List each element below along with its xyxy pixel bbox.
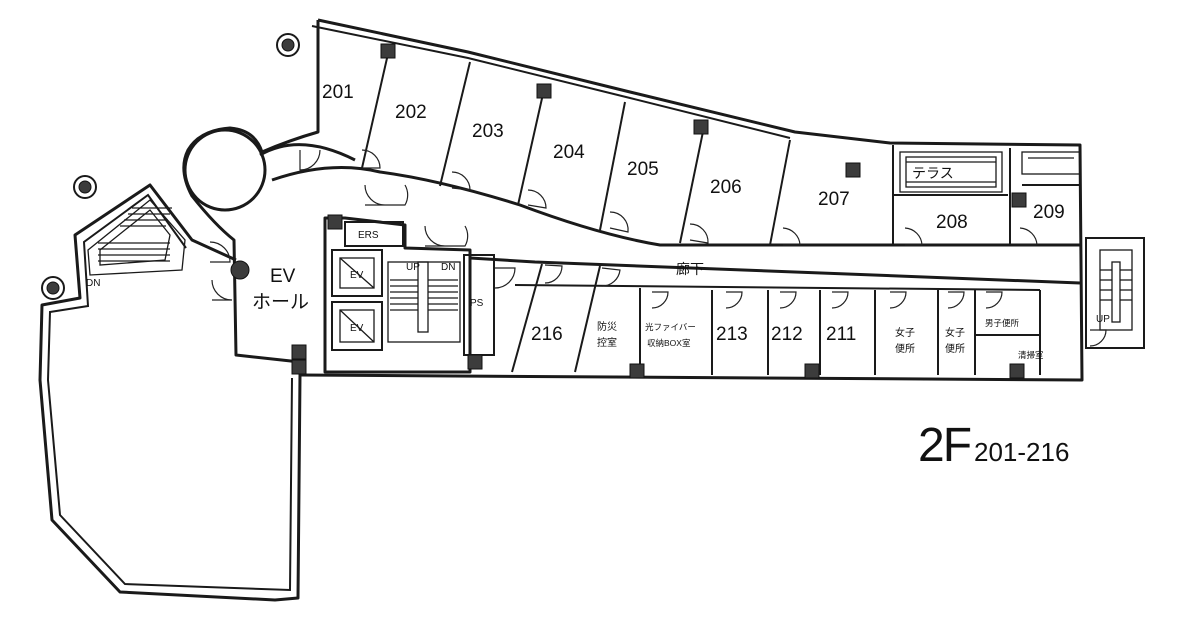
elevator-2 [331,301,383,351]
room-203-label: 203 [472,121,504,142]
womens-wc-label: 便所 [895,342,915,355]
partition-204-205 [599,101,626,231]
pillar [845,162,861,178]
partition-201-202 [361,44,391,169]
pillar [693,119,709,135]
pillar [291,344,307,360]
pillar [1011,192,1027,208]
mens-wc-label: 男子便所 [985,318,1020,328]
ev-hall-label: EV [270,266,296,287]
partition-202-203 [439,61,471,187]
core-staircase [387,261,461,343]
stair-dn-label: DN [441,262,455,273]
corridor-label: 廊下 [676,261,704,277]
ev-hall-label: ホール [252,292,309,313]
elevator-label: EV [350,270,364,281]
rotunda [183,128,267,212]
terrace-label: テラス [912,165,954,181]
room-202-label: 202 [395,102,427,123]
ev-hall-wall [182,20,320,375]
ers-room [344,221,404,247]
terrace-area [899,151,1003,193]
cleaning-room-label: 清掃室 [1018,350,1044,360]
room-201-label: 201 [322,82,354,103]
elevator-label: EV [350,323,364,334]
corridor-south-edge [469,256,1081,285]
partition-205-206 [679,121,706,244]
fiber-room-label: 収納BOX室 [647,338,691,348]
room-206-label: 206 [710,177,742,198]
room-208-label: 208 [936,212,968,233]
west-stair-dn-label: DN [86,278,100,289]
pillar [804,363,820,379]
room-213-label: 213 [716,324,748,345]
room-205-label: 205 [627,159,659,180]
north-inner-wall [311,25,791,139]
partition-203-204 [517,84,546,206]
elevator-1 [331,249,383,297]
room-209-label: 209 [1033,202,1065,223]
fiber-room-label: 光ファイバー [645,322,696,332]
corridor-north-edge [271,166,1080,247]
partition-216-disaster [574,265,601,373]
pillar [327,214,343,230]
floor-room-range: 201-216 [974,437,1070,467]
east-staircase [1085,237,1145,349]
womens-wc-label: 女子 [895,326,915,339]
stair-up-label: UP [406,262,420,273]
west-wing-outline [38,183,302,602]
north-outer-wall [299,18,1084,382]
core-outline [323,216,472,374]
room-211-label: 211 [826,324,856,345]
floor-level: 2F [918,419,972,472]
pillar [629,363,645,379]
room-216-label: 216 [531,324,563,345]
pillar-round [230,260,250,280]
door-swings [209,149,1107,347]
womens-wc-label: 女子 [945,326,965,339]
west-staircase [87,199,186,276]
pillar [291,359,307,375]
pillar [380,43,396,59]
room-212-label: 212 [771,324,803,345]
partition-216-left [511,263,543,373]
east-stair-up-label: UP [1096,314,1110,325]
partition-206-207 [769,139,791,246]
exterior-column [41,33,300,300]
ps-label: PS [470,298,484,309]
disaster-room-label: 防災 [597,320,617,333]
disaster-room-label: 控室 [597,336,617,349]
pillar [1009,363,1025,379]
ers-label: ERS [358,230,379,241]
room-204-label: 204 [553,142,585,163]
womens-wc-label: 便所 [945,342,965,355]
pillar [467,354,483,370]
terrace-209-hatch [1021,151,1081,175]
room-207-label: 207 [818,189,850,210]
pillar [536,83,552,99]
west-wing-inner [46,193,293,592]
